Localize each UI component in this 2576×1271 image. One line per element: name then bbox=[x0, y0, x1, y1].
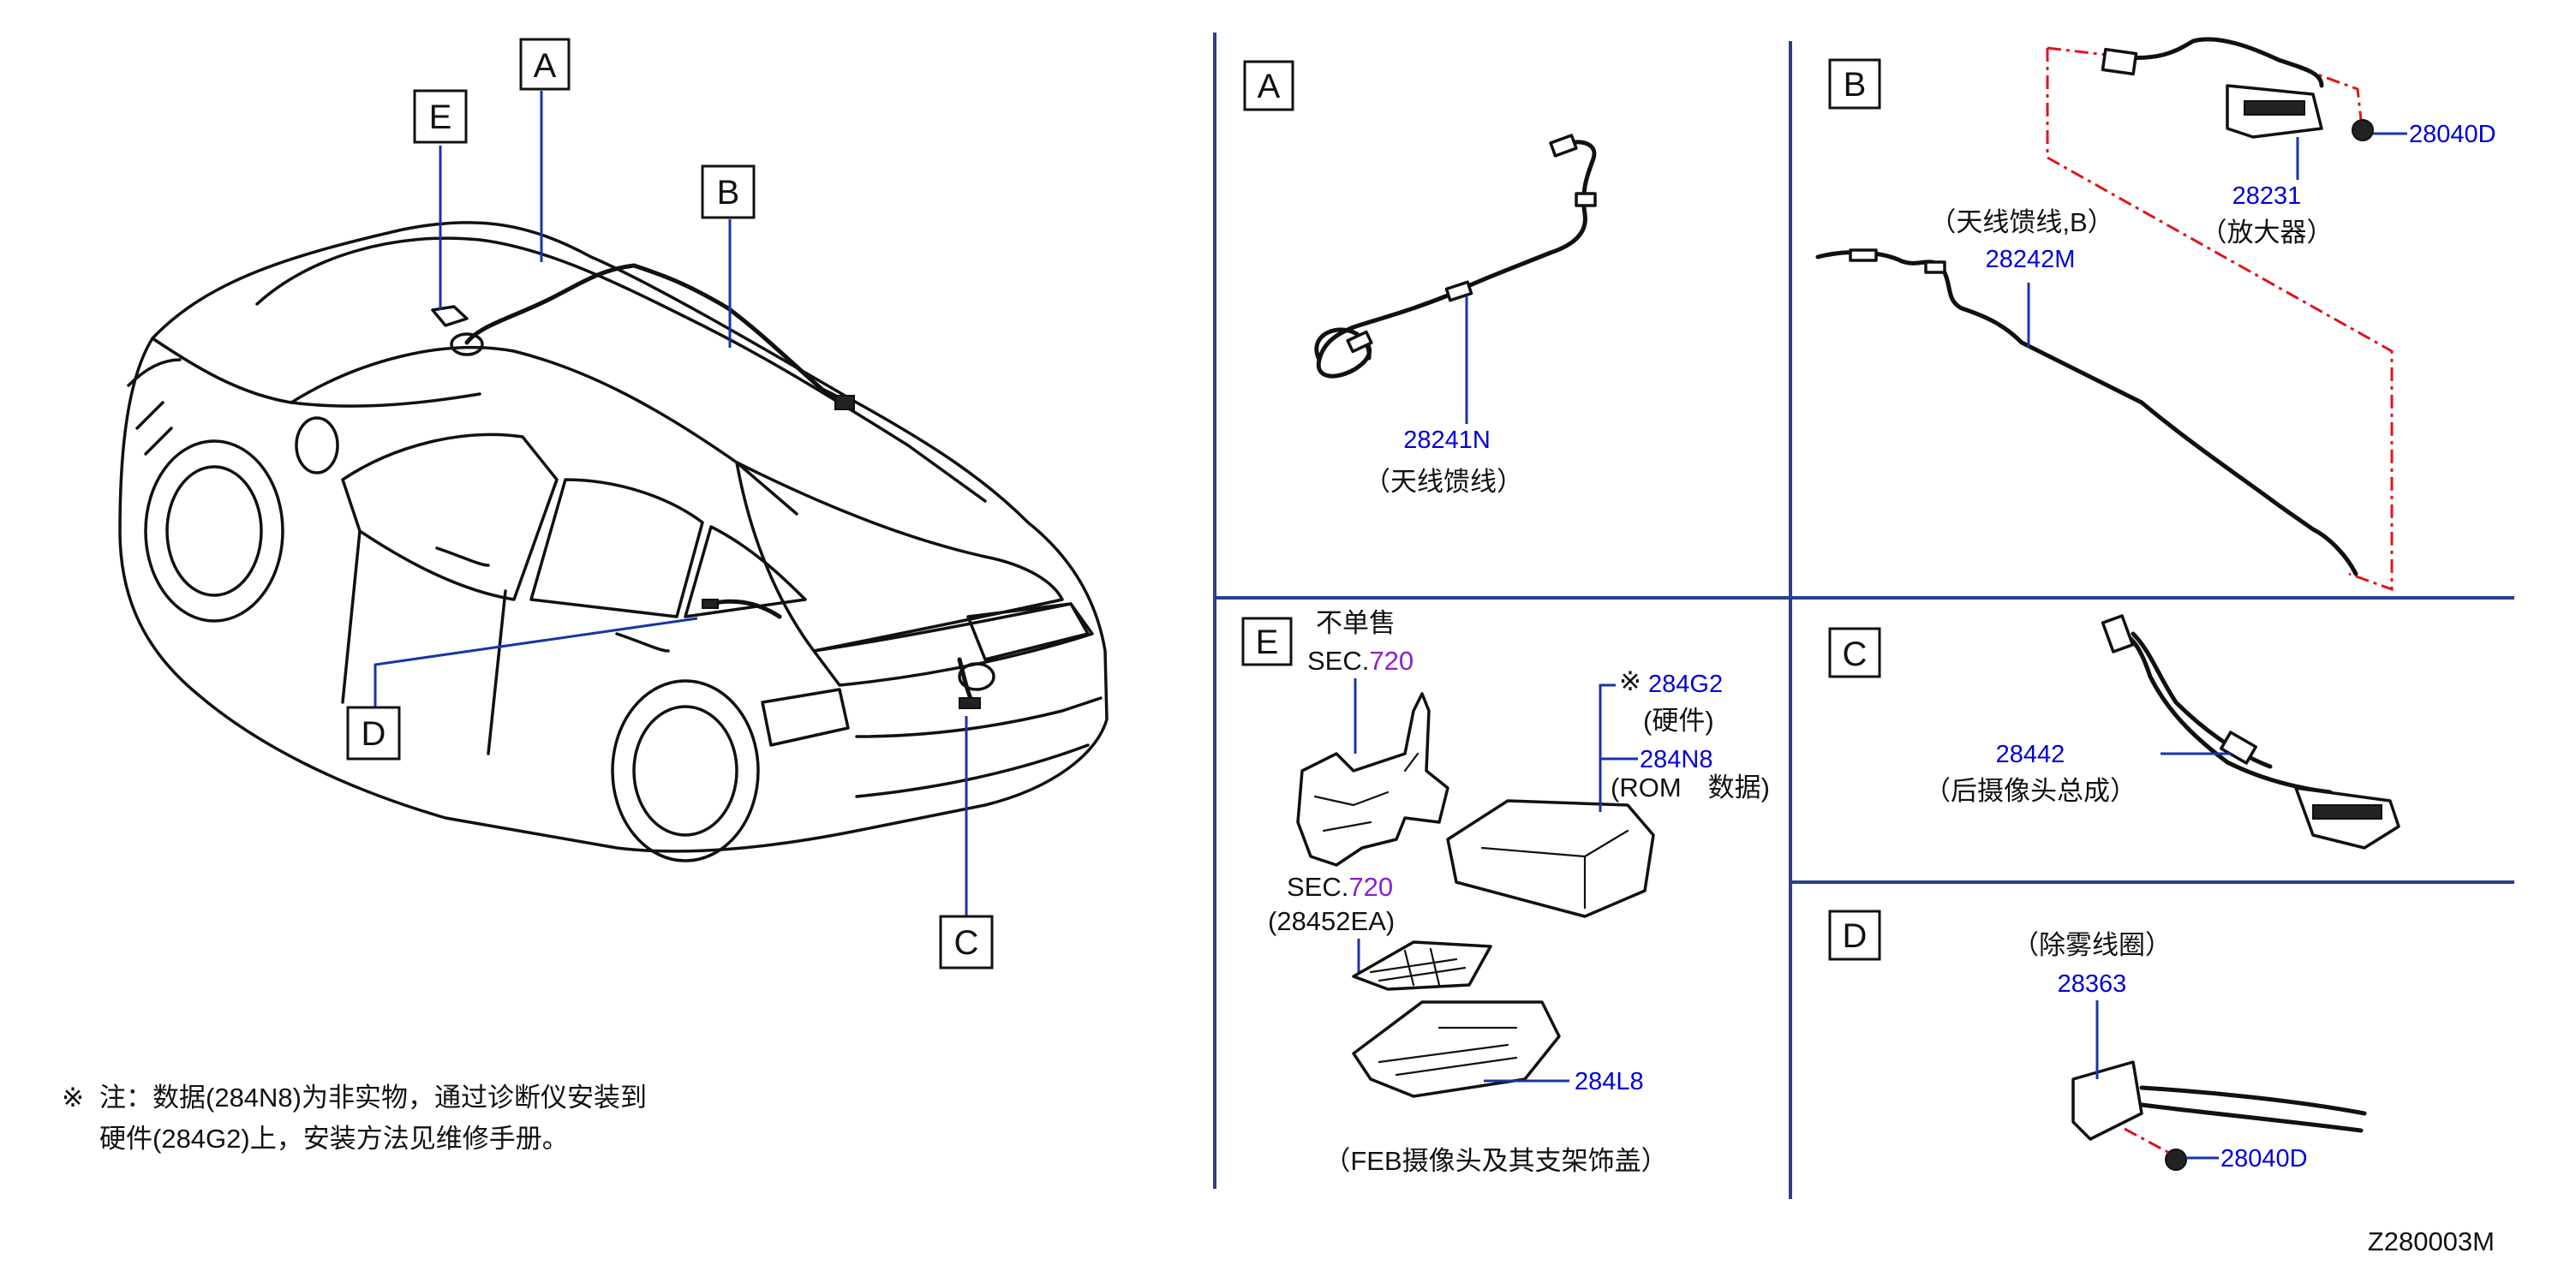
panel-c-part-number: 28442 bbox=[1996, 741, 2065, 768]
footnote-line-1: 注：数据(284N8)为非实物，通过诊断仪安装到 bbox=[99, 1083, 647, 1113]
panel-b-feeder-part-number: 28242M bbox=[1986, 246, 2076, 273]
panel-e-hw-name: (硬件) bbox=[1643, 706, 1714, 736]
callout-label-c: C bbox=[954, 924, 979, 962]
panel-e-sec-part-number: (28452EA) bbox=[1268, 906, 1395, 936]
panel-e-not-sold-label: 不单售 bbox=[1316, 608, 1396, 638]
panel-b: B 28040D 28231 （放大器） （天线馈线,B） 28242M bbox=[1815, 37, 2496, 592]
panel-e-hw-part-number: 284G2 bbox=[1648, 671, 1723, 698]
callout-label-b: B bbox=[717, 174, 740, 212]
panel-b-amp-name: （放大器） bbox=[2201, 218, 2334, 248]
diagram-code: Z280003M bbox=[2368, 1226, 2495, 1256]
panel-a-letter: A bbox=[1258, 68, 1281, 105]
callout-box-c: C bbox=[939, 915, 994, 970]
panel-e-letter: E bbox=[1256, 624, 1279, 661]
panel-grid bbox=[1213, 33, 2514, 1199]
callout-leaders bbox=[374, 91, 968, 939]
panel-b-amp-part-number: 28231 bbox=[2232, 182, 2302, 210]
panel-d-part-number: 28363 bbox=[2058, 970, 2127, 998]
callout-box-a: A bbox=[519, 38, 571, 91]
panel-e-sec-ref-1: SEC.720 bbox=[1307, 646, 1414, 676]
panel-d-letter: D bbox=[1843, 917, 1868, 955]
panel-b-letter: B bbox=[1844, 66, 1867, 104]
panel-e-sec-ref-2: SEC.720 bbox=[1287, 872, 1393, 902]
panel-a-part-number: 28241N bbox=[1403, 427, 1491, 454]
panel-e-rom-part-number: 284N8 bbox=[1640, 746, 1712, 773]
panel-e: E 不单售 SEC.720 ※ 284G2 (硬件) 284N8 (ROM 数据… bbox=[1241, 608, 1770, 1176]
panel-c: C 28442 （后摄像头总成） bbox=[1828, 614, 2400, 850]
footnote: ※ 注：数据(284N8)为非实物，通过诊断仪安装到 硬件(284G2)上，安装… bbox=[62, 1083, 647, 1154]
car-overview-illustration bbox=[118, 221, 1109, 862]
panel-a-part-name: （天线馈线） bbox=[1364, 467, 1523, 497]
panel-b-feeder-name: （天线馈线,B） bbox=[1929, 207, 2113, 237]
panel-d-bolt-part-number: 28040D bbox=[2220, 1145, 2308, 1173]
footnote-asterisk: ※ bbox=[62, 1083, 84, 1113]
footnote-line-2: 硬件(284G2)上，安装方法见维修手册。 bbox=[99, 1124, 569, 1154]
callout-label-a: A bbox=[534, 47, 557, 85]
callout-label-e: E bbox=[429, 98, 452, 136]
callout-label-d: D bbox=[362, 715, 386, 753]
panel-e-caption: （FEB摄像头及其支架饰盖） bbox=[1324, 1146, 1667, 1176]
callout-box-b: B bbox=[701, 164, 756, 219]
callout-box-e: E bbox=[413, 89, 468, 144]
panel-c-letter: C bbox=[1843, 636, 1868, 673]
panel-e-rom-name: (ROM 数据) bbox=[1611, 773, 1770, 803]
panel-d: D （除雾线圈） 28363 28040D bbox=[1828, 910, 2367, 1173]
panel-e-asterisk: ※ bbox=[1619, 666, 1641, 696]
panel-e-cover-part-number: 284L8 bbox=[1575, 1068, 1644, 1095]
panel-a: A 28241N （天线馈线） bbox=[1243, 60, 1597, 497]
callout-box-d: D bbox=[346, 706, 401, 761]
panel-b-bolt-part-number: 28040D bbox=[2409, 121, 2496, 148]
panel-c-part-name: （后摄像头总成） bbox=[1924, 776, 2137, 806]
panel-d-part-name: （除雾线圈） bbox=[2012, 930, 2172, 960]
